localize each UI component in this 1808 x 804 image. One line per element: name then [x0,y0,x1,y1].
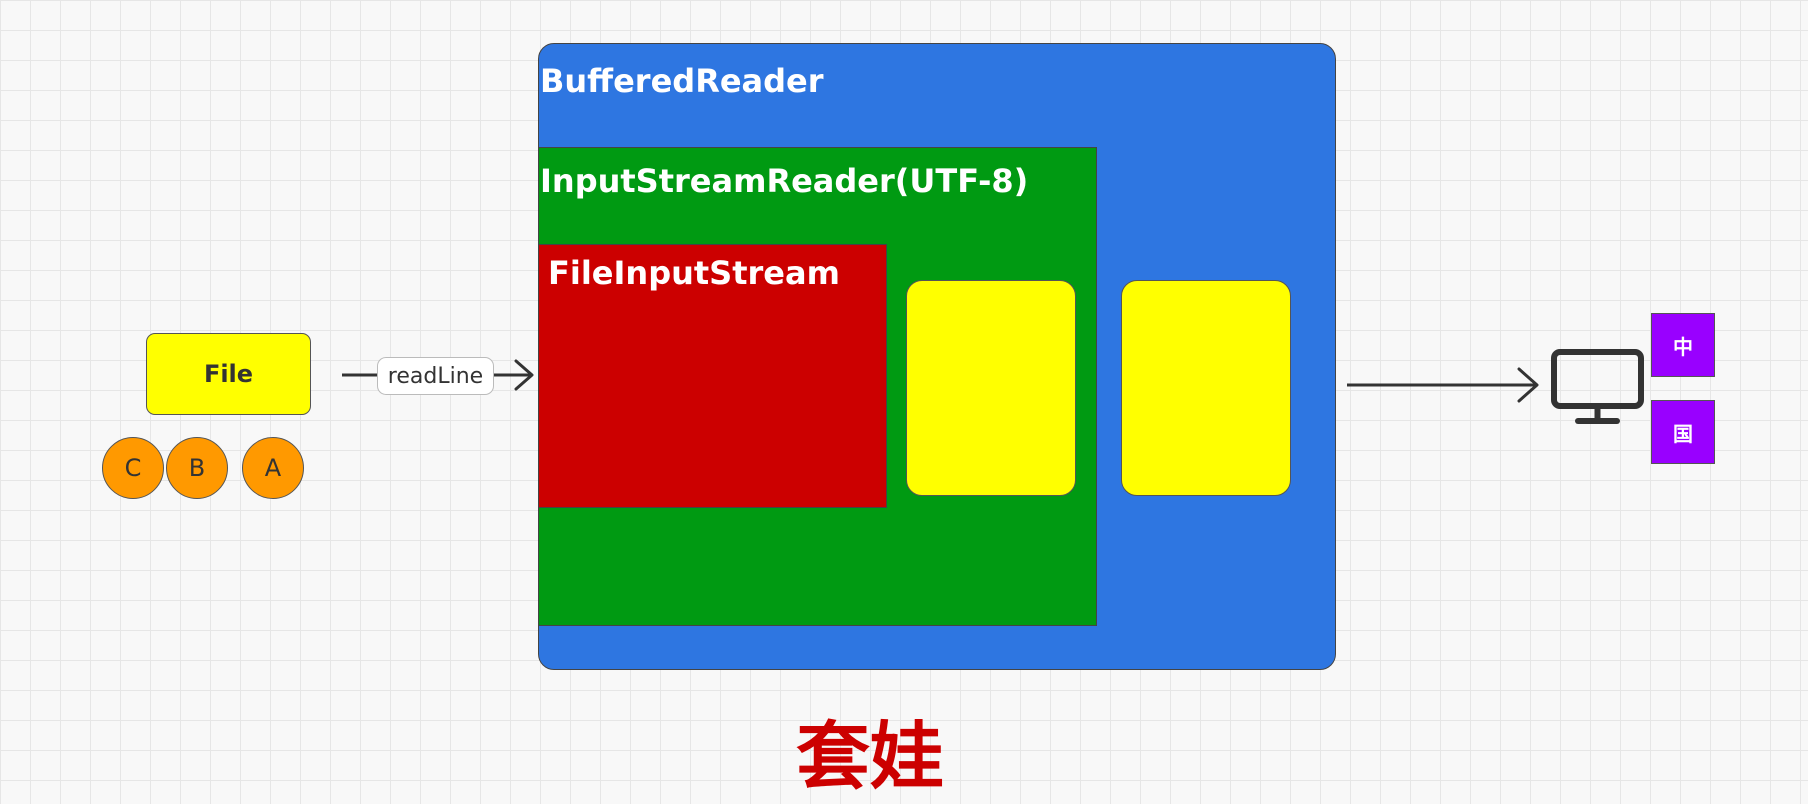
input-stream-reader-title: InputStreamReader(UTF-8) [540,162,1029,200]
file-input-stream-container[interactable] [538,244,887,508]
file-input-stream-title: FileInputStream [548,254,840,292]
file-node[interactable]: File [146,333,311,415]
caption-label: 套娃 [796,713,944,800]
isr-buffer-block[interactable] [906,280,1076,496]
char-circle-a[interactable]: A [242,437,304,499]
output-arrow[interactable] [1345,365,1545,405]
monitor-icon [1551,349,1644,424]
char-circle-b[interactable]: B [166,437,228,499]
buffered-reader-title: BufferedReader [540,62,824,100]
buffered-reader-buffer-block[interactable] [1121,280,1291,496]
output-char-zhong[interactable]: 中 [1651,313,1715,377]
output-char-guo[interactable]: 国 [1651,400,1715,464]
readline-label[interactable]: readLine [377,357,494,395]
char-circle-c[interactable]: C [102,437,164,499]
